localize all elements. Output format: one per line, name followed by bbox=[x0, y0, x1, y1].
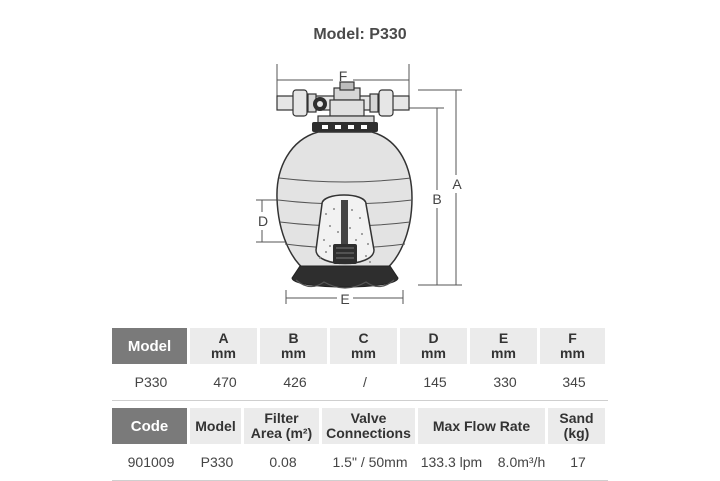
pressure-gauge bbox=[313, 97, 327, 111]
header-max-flow-rate: Max Flow Rate bbox=[418, 408, 548, 444]
valve-head bbox=[317, 81, 375, 125]
cell-max-flow-rate: 133.3 lpm 8.0m³/h bbox=[418, 444, 548, 481]
label-e: E bbox=[340, 291, 349, 307]
label-a: A bbox=[452, 176, 462, 192]
cell-a: 470 bbox=[190, 364, 260, 401]
base-feet bbox=[295, 279, 395, 289]
cell-code: 901009 bbox=[112, 444, 190, 481]
tank-collar bbox=[312, 122, 378, 132]
cell-f: 345 bbox=[540, 364, 608, 401]
header-model: Model bbox=[112, 328, 190, 364]
cell-e: 330 bbox=[470, 364, 540, 401]
cell-d: 145 bbox=[400, 364, 470, 401]
header-code: Code bbox=[112, 408, 190, 444]
standpipe bbox=[333, 200, 357, 264]
table-row: P330 470 426 / 145 330 345 bbox=[112, 364, 608, 401]
cell-sand: 17 bbox=[548, 444, 608, 481]
label-f: F bbox=[339, 68, 348, 84]
cell-c: / bbox=[330, 364, 400, 401]
cell-model: P330 bbox=[190, 444, 244, 481]
header-sand: Sand(kg) bbox=[548, 408, 608, 444]
label-b: B bbox=[432, 191, 441, 207]
filter-diagram: F A B D E bbox=[256, 64, 464, 308]
header-model: Model bbox=[190, 408, 244, 444]
cell-filter-area: 0.08 bbox=[244, 444, 322, 481]
page-title: Model: P330 bbox=[313, 26, 407, 43]
table-row: 901009 P330 0.08 1.5" / 50mm 133.3 lpm 8… bbox=[112, 444, 608, 481]
label-d: D bbox=[258, 213, 268, 229]
cell-valve-connections: 1.5" / 50mm bbox=[322, 444, 418, 481]
tank-base bbox=[291, 265, 399, 288]
cell-model: P330 bbox=[112, 364, 190, 401]
cell-b: 426 bbox=[260, 364, 330, 401]
